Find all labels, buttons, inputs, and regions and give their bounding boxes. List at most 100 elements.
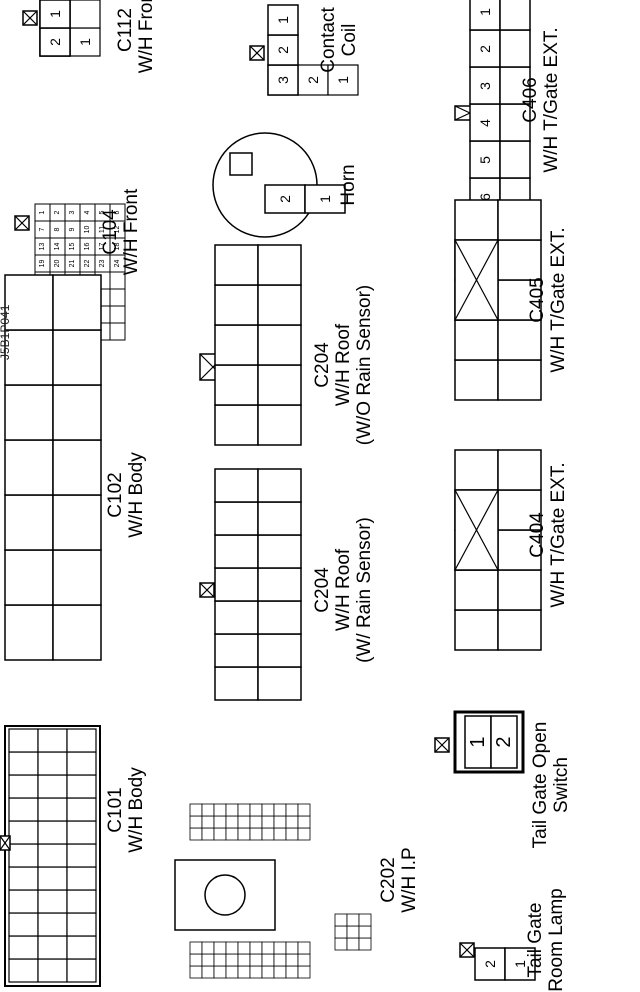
- pin-number: 23: [99, 260, 106, 268]
- pin-cell: [297, 953, 311, 967]
- pin-cell: [257, 534, 302, 569]
- pin-cell: [213, 827, 227, 841]
- pin-cell: [261, 965, 275, 979]
- pin-cell: [8, 728, 39, 753]
- pin-cell: [189, 803, 203, 817]
- pin-cell: [225, 827, 239, 841]
- pin-cell: [214, 244, 259, 286]
- pin-cell: [109, 203, 126, 222]
- pin-number: 6: [114, 210, 121, 214]
- pin-cell: [214, 284, 259, 326]
- pin-number: 1: [467, 736, 489, 747]
- pin-cell: [257, 633, 302, 668]
- pin-number: 24: [114, 260, 121, 268]
- pin-cell: [4, 439, 54, 496]
- pin-cell: [285, 941, 299, 955]
- pin-number: 20: [54, 260, 61, 268]
- pin-cell: [8, 751, 39, 776]
- pin-cell: [490, 715, 518, 769]
- pin-cell: [497, 199, 542, 241]
- pin-number: 5: [477, 156, 493, 164]
- pin-number: 15: [69, 243, 76, 251]
- pin-cell: [346, 913, 360, 927]
- pin-cell: [297, 815, 311, 829]
- pin-cell: [109, 288, 126, 307]
- pin-cell: [8, 774, 39, 799]
- pin-cell: [8, 843, 39, 868]
- horn-tab: [229, 152, 253, 176]
- pin-number: 9: [69, 227, 76, 231]
- pin-cell: [285, 803, 299, 817]
- pin-cell: [213, 953, 227, 967]
- pin-cell: [285, 965, 299, 979]
- pin-cell: [237, 803, 251, 817]
- pin-cell: [304, 184, 346, 214]
- cross-line: [454, 239, 499, 321]
- pin-cell: [201, 965, 215, 979]
- pin-cell: [285, 953, 299, 967]
- pin-number: 14: [54, 243, 61, 251]
- pin-cell: [257, 284, 302, 326]
- pin-cell: [214, 468, 259, 503]
- pin-cell: [66, 889, 97, 914]
- pin-cell: [66, 935, 97, 960]
- pin-cell: [66, 820, 97, 845]
- pin-cell: [237, 827, 251, 841]
- pin-cell: [37, 843, 68, 868]
- pin-number: 3: [477, 82, 493, 90]
- pin-cell: [334, 913, 348, 927]
- pin-cell: [297, 803, 311, 817]
- pin-cell: [37, 958, 68, 983]
- pin-cell: [214, 633, 259, 668]
- pin-cell: [201, 941, 215, 955]
- pin-cell: [249, 803, 263, 817]
- pin-cell: [4, 329, 54, 386]
- pin-cell: [109, 305, 126, 324]
- pin-cell: [237, 965, 251, 979]
- pin-number: 2: [305, 76, 321, 84]
- pin-cell: [249, 815, 263, 829]
- pin-cell: [499, 0, 531, 31]
- pin-cell: [37, 866, 68, 891]
- pin-cell: [52, 439, 102, 496]
- pin-number: 10: [84, 226, 91, 234]
- pin-cell: [213, 815, 227, 829]
- doc-code: J5B1P041: [0, 304, 12, 360]
- pin-number: 2: [275, 46, 291, 54]
- pin-number: 3: [275, 76, 291, 84]
- pin-cell: [39, 0, 71, 29]
- pin-cell: [257, 600, 302, 635]
- pin-cell: [214, 404, 259, 446]
- pin-number: 1: [477, 8, 493, 16]
- cross-line: [249, 45, 265, 61]
- pin-number: 1: [39, 210, 46, 214]
- pin-cell: [66, 728, 97, 753]
- pin-cell: [297, 941, 311, 955]
- pin-cell: [66, 912, 97, 937]
- pin-cell: [249, 827, 263, 841]
- pin-number: 1: [335, 76, 351, 84]
- cross-line: [22, 10, 38, 26]
- pin-number: 1: [275, 16, 291, 24]
- pin-cell: [8, 820, 39, 845]
- pin-cell: [201, 953, 215, 967]
- pin-cell: [261, 941, 275, 955]
- pin-cell: [4, 604, 54, 661]
- pin-cell: [66, 958, 97, 983]
- pin-cell: [201, 827, 215, 841]
- pin-cell: [37, 751, 68, 776]
- pin-cell: [358, 913, 372, 927]
- pin-cell: [454, 449, 499, 491]
- pin-cell: [257, 468, 302, 503]
- pin-cell: [214, 501, 259, 536]
- pin-cell: [249, 941, 263, 955]
- pin-number: 2: [482, 960, 498, 968]
- ip-center-bolt: [204, 874, 246, 916]
